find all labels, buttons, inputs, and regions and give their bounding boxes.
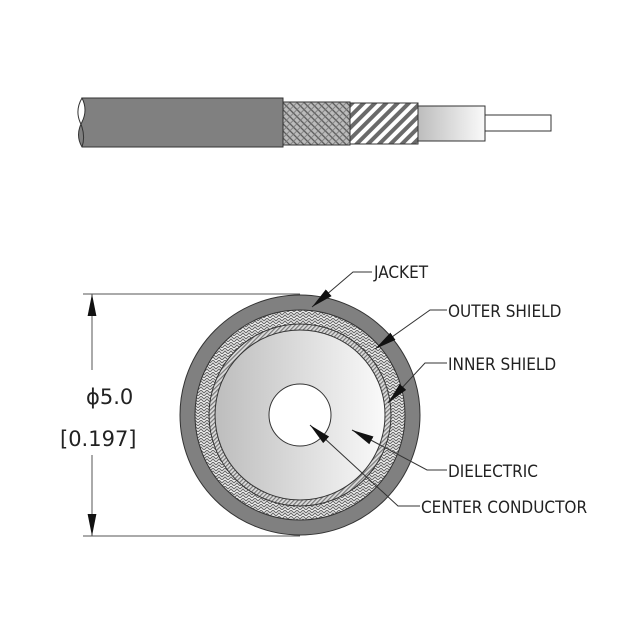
label-center-conductor: CENTER CONDUCTOR (421, 498, 587, 518)
center-conductor-disk (268, 383, 332, 447)
diameter-dimension (83, 293, 300, 537)
jacket-side (78, 97, 284, 148)
leader-lines (309, 271, 447, 507)
jacket-cut-end (77, 97, 85, 148)
center-conductor-side (484, 114, 552, 132)
label-dielectric: DIELECTRIC (448, 462, 538, 482)
outer-shield-side (282, 101, 351, 146)
dielectric-side (417, 105, 486, 142)
label-jacket: JACKET (373, 263, 429, 283)
cable-side-view (77, 97, 552, 148)
diameter-mm: ϕ5.0 (86, 385, 133, 409)
inner-shield-side (349, 102, 419, 145)
label-outer-shield: OUTER SHIELD (448, 302, 561, 322)
diameter-inch: [0.197] (60, 427, 137, 451)
label-inner-shield: INNER SHIELD (448, 355, 556, 375)
cable-cross-section (179, 294, 421, 536)
